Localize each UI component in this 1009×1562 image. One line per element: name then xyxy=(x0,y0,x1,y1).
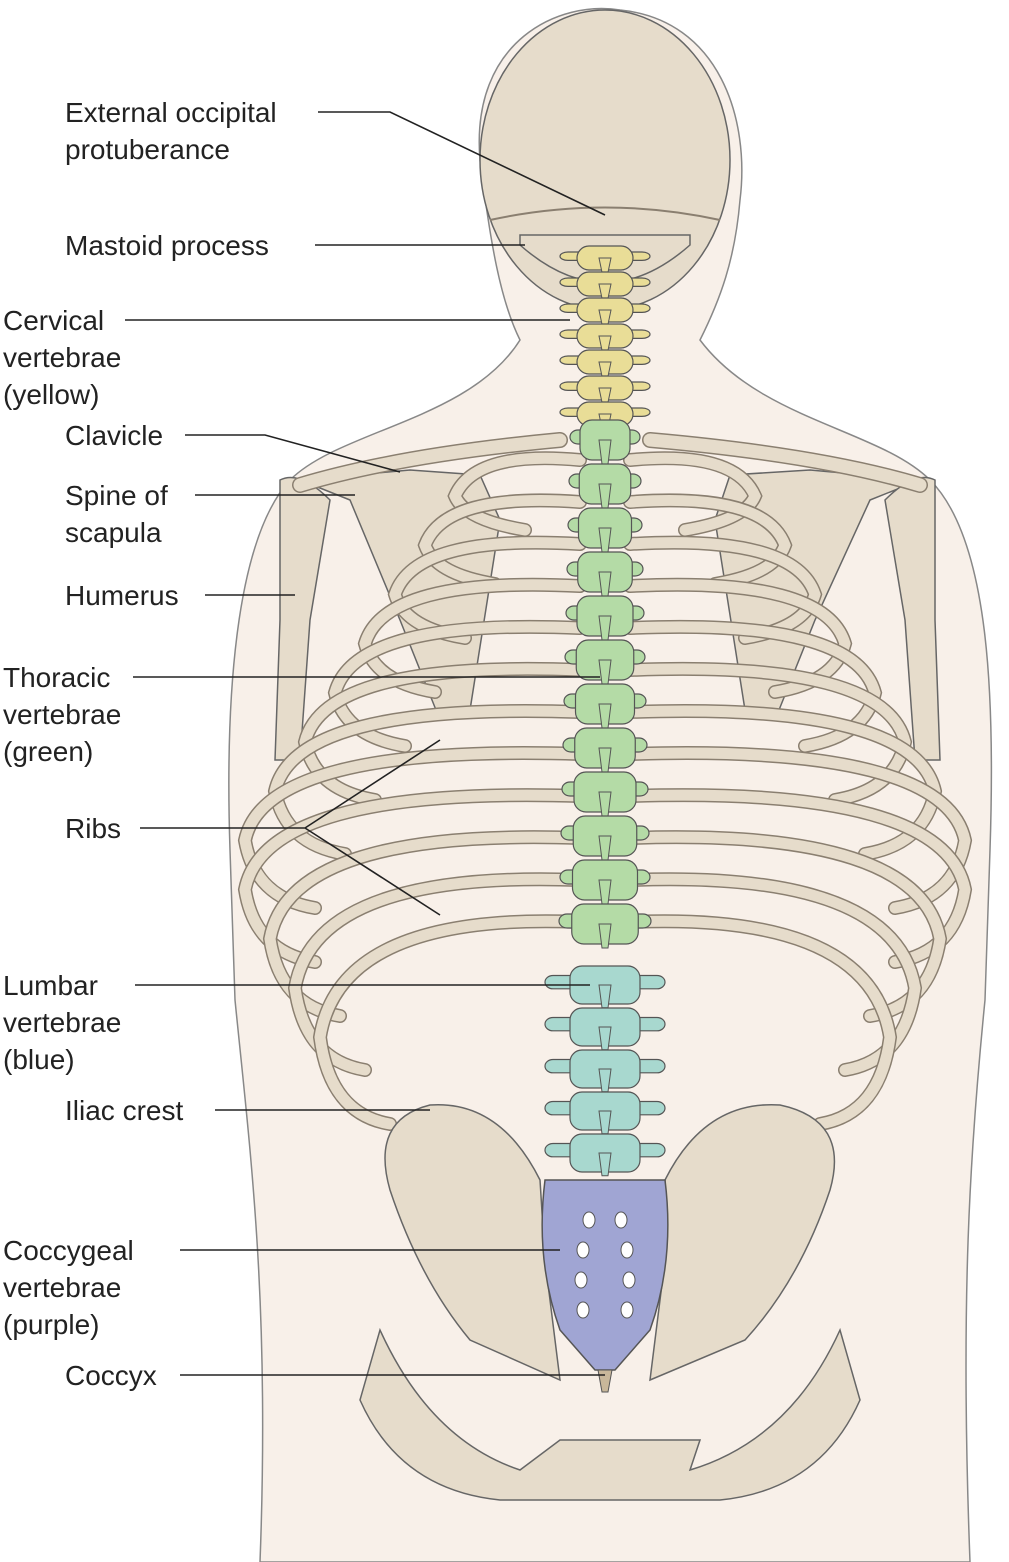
thoracic-vertebra xyxy=(566,551,644,597)
label-line: Clavicle xyxy=(65,420,164,451)
thoracic-vertebra xyxy=(564,639,646,685)
label-external-occipital-protuberance: External occipital protuberance xyxy=(65,94,277,168)
thoracic-vertebra xyxy=(562,727,648,773)
lumbar-vertebra xyxy=(544,965,666,1009)
right-humerus xyxy=(884,476,941,761)
rib xyxy=(624,663,911,806)
label-line: Coccyx xyxy=(65,1360,157,1391)
thoracic-vertebra xyxy=(558,903,652,949)
rib xyxy=(299,663,586,806)
label-cervical-vertebrae: Cervical vertebrae (yellow) xyxy=(3,302,121,413)
lumbar-vertebra xyxy=(544,1091,666,1135)
label-thoracic-vertebrae: Thoracic vertebrae (green) xyxy=(3,659,121,770)
thoracic-vertebra xyxy=(569,419,641,465)
left-clavicle-fill xyxy=(293,433,567,492)
left-ilium xyxy=(384,1103,561,1382)
cervical-vertebra xyxy=(559,245,651,273)
rib xyxy=(624,915,896,1130)
label-coccygeal-vertebrae: Coccygeal vertebrae (purple) xyxy=(3,1232,134,1343)
thoracic-vertebra xyxy=(568,463,642,509)
label-line: Ribs xyxy=(65,813,122,844)
sacrum xyxy=(541,1179,669,1371)
label-line: (blue) xyxy=(3,1044,75,1075)
label-line: (yellow) xyxy=(3,379,100,410)
sacral-foramen xyxy=(582,1211,596,1229)
label-line: Iliac crest xyxy=(65,1095,184,1126)
label-lumbar-vertebrae: Lumbar vertebrae (blue) xyxy=(3,967,121,1078)
label-line: vertebrae xyxy=(3,342,122,373)
leader-lines xyxy=(125,111,606,1376)
label-line: (purple) xyxy=(3,1309,100,1340)
sacral-foramen xyxy=(620,1241,634,1259)
rib xyxy=(624,705,941,860)
label-ribs: Ribs xyxy=(65,810,121,847)
vertebral-column xyxy=(544,245,666,1177)
spinous-process xyxy=(598,923,612,949)
spinous-process xyxy=(598,1152,612,1177)
leader-line xyxy=(140,739,441,916)
rib xyxy=(314,915,586,1130)
rib xyxy=(624,494,791,590)
label-line: Humerus xyxy=(65,580,179,611)
sacral-foramen xyxy=(622,1271,636,1289)
sacral-foramen xyxy=(574,1271,588,1289)
cervical-vertebra xyxy=(559,271,651,299)
lumbar-vertebra xyxy=(544,1007,666,1051)
label-line: Coccygeal xyxy=(3,1235,134,1266)
thoracic-vertebra xyxy=(563,683,647,729)
right-ilium xyxy=(649,1103,836,1382)
lumbar-vertebra xyxy=(544,1133,666,1177)
sacral-foramina xyxy=(574,1211,636,1319)
thoracic-vertebra xyxy=(559,859,651,905)
label-line: protuberance xyxy=(65,134,231,165)
ribs xyxy=(237,432,973,1131)
rib xyxy=(239,747,586,914)
label-spine-of-scapula: Spine of scapula xyxy=(65,477,168,551)
label-line: Spine of xyxy=(65,480,168,511)
sacral-foramen xyxy=(614,1211,628,1229)
label-line: Mastoid process xyxy=(65,230,269,261)
label-line: vertebrae xyxy=(3,699,122,730)
rib xyxy=(419,494,586,590)
label-humerus: Humerus xyxy=(65,577,179,614)
thoracic-vertebra xyxy=(565,595,645,641)
leader-line xyxy=(318,111,606,216)
label-iliac-crest: Iliac crest xyxy=(65,1092,183,1129)
rib xyxy=(389,537,586,644)
cervical-vertebra xyxy=(559,375,651,403)
label-coccyx: Coccyx xyxy=(65,1357,157,1394)
label-line: (green) xyxy=(3,736,94,767)
thoracic-vertebra xyxy=(561,771,649,817)
cervical-vertebra xyxy=(559,349,651,377)
sacral-foramen xyxy=(620,1301,634,1319)
sacral-foramen xyxy=(576,1301,590,1319)
pubic-arch xyxy=(359,1327,861,1501)
sacral-foramen xyxy=(576,1241,590,1259)
occipital-ridge xyxy=(489,206,721,221)
label-line: Cervical xyxy=(3,305,105,336)
label-line: vertebrae xyxy=(3,1272,122,1303)
leader-line xyxy=(185,434,401,473)
label-clavicle: Clavicle xyxy=(65,417,163,454)
rib xyxy=(449,452,586,536)
right-clavicle-fill xyxy=(643,433,927,492)
rib xyxy=(624,747,971,914)
rib xyxy=(269,705,586,860)
label-line: Thoracic xyxy=(3,662,111,693)
label-mastoid-process: Mastoid process xyxy=(65,227,269,264)
cervical-vertebra xyxy=(559,297,651,325)
label-line: Lumbar xyxy=(3,970,98,1001)
cervical-vertebra xyxy=(559,323,651,351)
thoracic-vertebra xyxy=(567,507,643,553)
thoracic-vertebra xyxy=(560,815,650,861)
label-line: vertebrae xyxy=(3,1007,122,1038)
label-line: External occipital xyxy=(65,97,277,128)
rib xyxy=(624,452,761,536)
lumbar-vertebra xyxy=(544,1049,666,1093)
rib xyxy=(624,537,821,644)
label-line: scapula xyxy=(65,517,162,548)
